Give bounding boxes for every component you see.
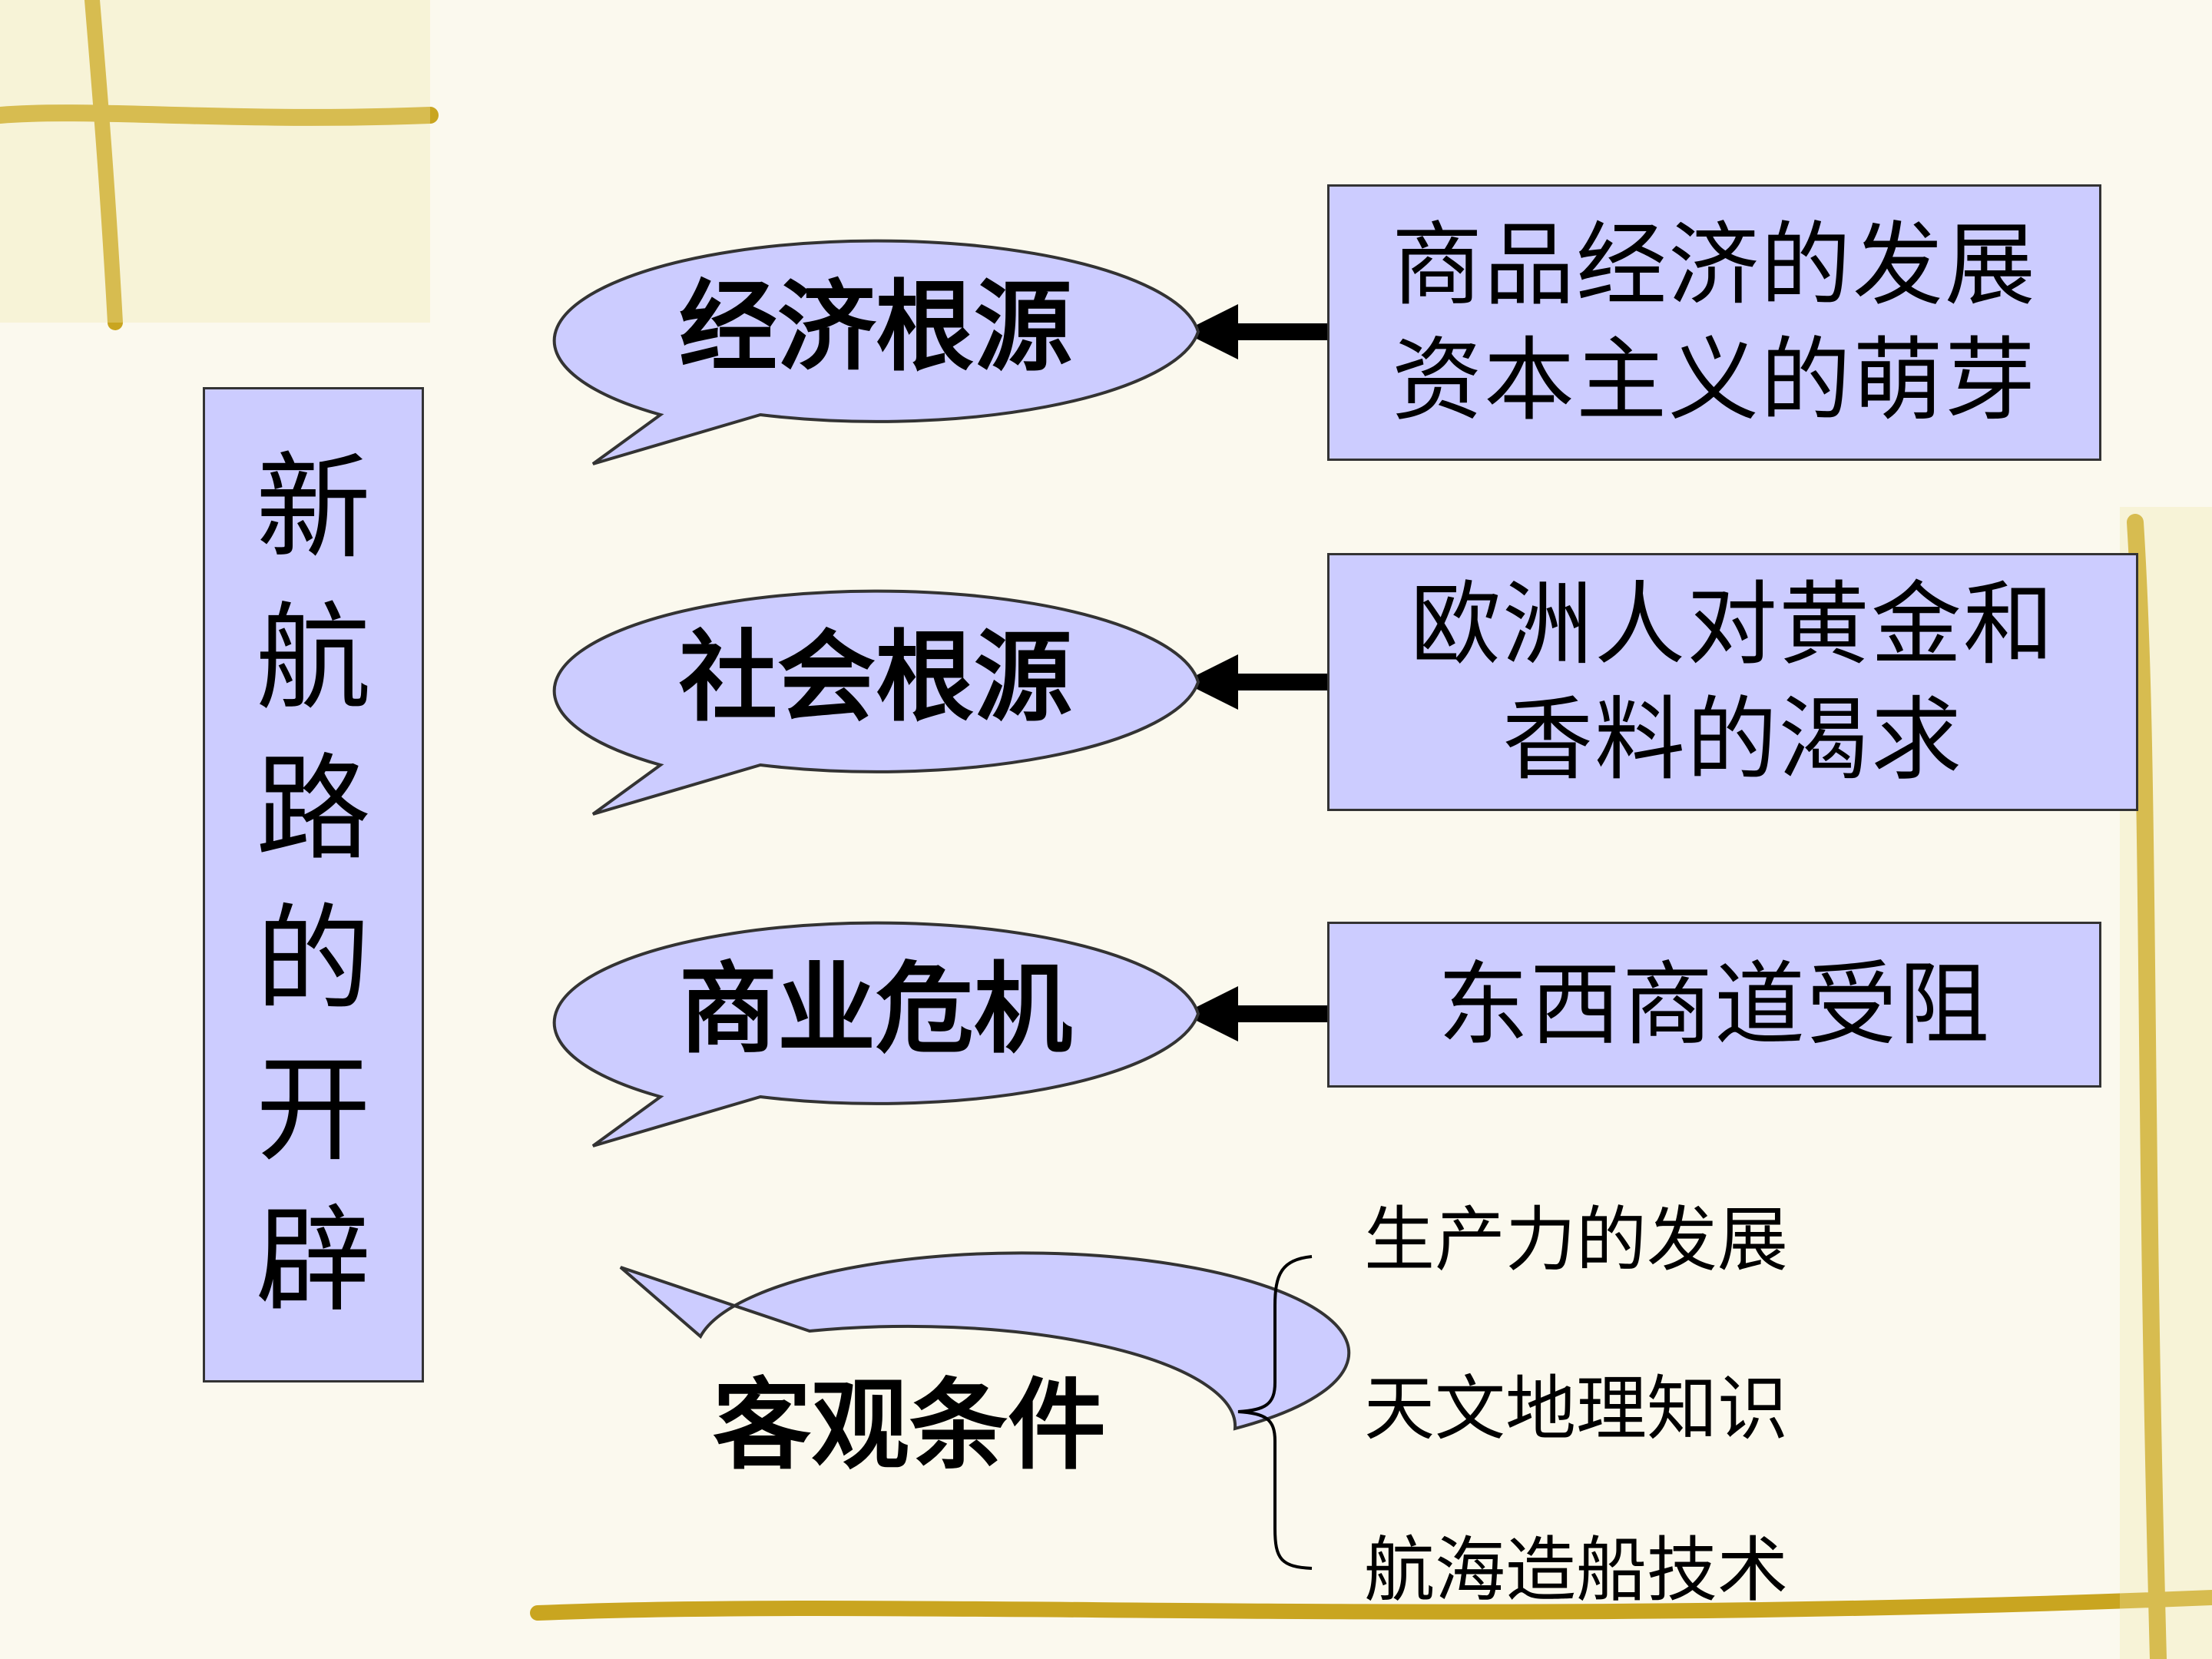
title-char: 的: [255, 893, 371, 1027]
bubble-shape-2: [552, 589, 1200, 816]
title-char: 开: [255, 1044, 371, 1177]
conditions-brace: [1237, 1255, 1313, 1570]
bubble-4: 客观条件: [619, 1251, 1351, 1483]
arrow-head-3: [1183, 986, 1238, 1041]
arrows: [1183, 304, 1327, 1041]
cause-line: 资本主义的萌芽: [1391, 327, 2037, 433]
cause-box-1: 商品经济的发展 资本主义的萌芽: [1327, 184, 2101, 461]
title-char: 辟: [255, 1194, 371, 1328]
condition-item-1: 生产力的发展: [1364, 1199, 1789, 1281]
bubble-3: 商业危机: [552, 921, 1200, 1147]
cause-box-3: 东西商道受阻: [1327, 922, 2101, 1088]
arrow-head-2: [1183, 654, 1238, 710]
bubble-1: 经济根源: [552, 239, 1200, 465]
cause-line: 东西商道受阻: [1437, 952, 1991, 1058]
cause-box-2: 欧洲人对黄金和 香料的渴求: [1327, 553, 2138, 811]
bubble-label-4: 客观条件: [713, 1369, 1106, 1483]
condition-item-3: 航海造船技术: [1364, 1529, 1789, 1611]
vine-shade-top-left: [0, 0, 430, 323]
cause-line: 香料的渴求: [1502, 687, 1963, 793]
title-char: 新: [255, 442, 371, 575]
bubble-label-1: 经济根源: [679, 270, 1072, 385]
condition-item-2: 天文地理知识: [1364, 1368, 1789, 1450]
cause-line: 欧洲人对黄金和: [1409, 571, 2055, 677]
bubble-2: 社会根源: [552, 589, 1200, 816]
bubble-label-2: 社会根源: [679, 621, 1072, 735]
title-char: 航: [255, 592, 371, 726]
bubble-shape-1: [552, 239, 1200, 465]
bubble-shape-3: [552, 921, 1200, 1147]
title-char: 路: [255, 743, 371, 876]
bubble-label-3: 商业危机: [679, 952, 1072, 1067]
arrow-head-1: [1183, 304, 1238, 359]
title-box: 新 航 路 的 开 辟: [203, 387, 424, 1382]
bubble-shape-4: [619, 1251, 1351, 1431]
cause-line: 商品经济的发展: [1391, 212, 2037, 318]
